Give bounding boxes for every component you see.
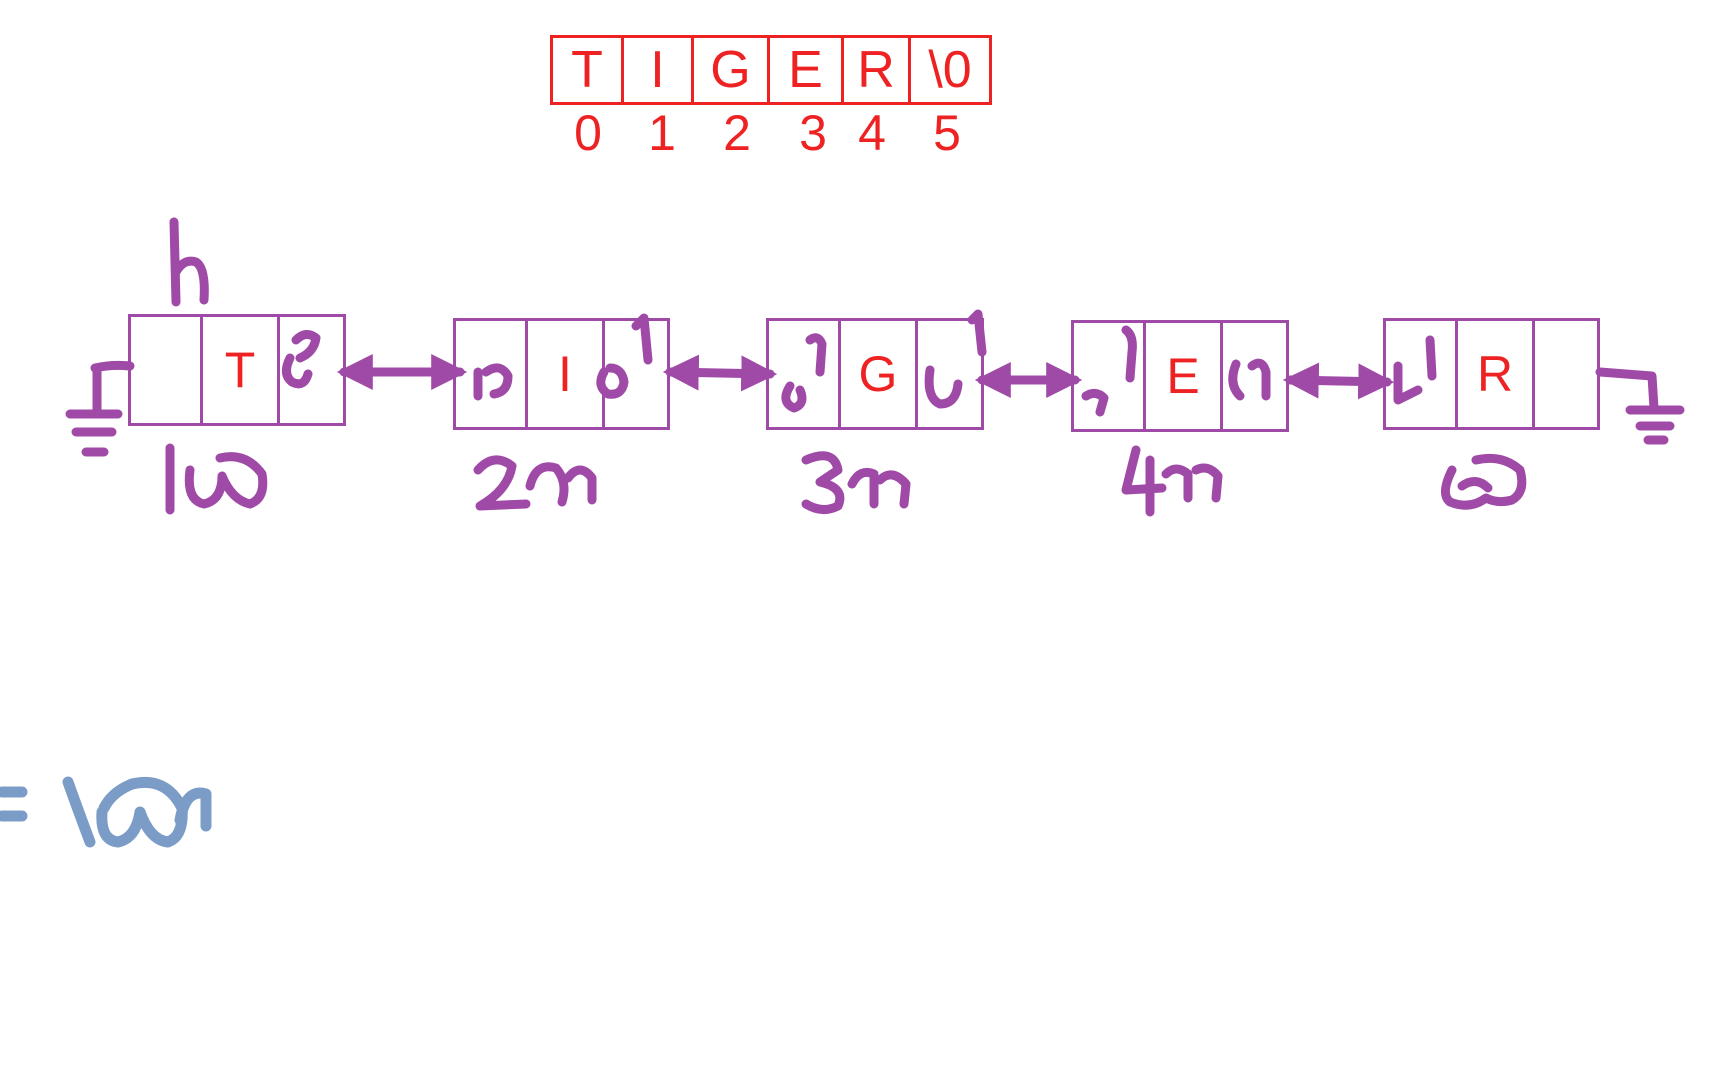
address-scribble-3 [801,451,911,514]
node-prev-field [1386,321,1458,427]
annotation-equals-icon [0,786,28,822]
prev-field-scribble-4 [1081,325,1137,417]
prev-field-scribble-2 [473,363,513,401]
array-cell-2: G [691,35,770,105]
node-data-field: R [1458,321,1535,427]
node-prev-field [131,317,203,423]
array-index-0: 0 [574,105,602,161]
link-arrow-2-3 [662,354,778,392]
null-ground-left-icon [65,360,135,457]
next-field-scribble-4 [1228,358,1271,401]
link-arrow-4-5 [1282,362,1395,400]
node-prev-field [769,321,841,427]
array-cell-5: \0 [908,35,992,105]
next-field-scribble-3 [924,309,987,409]
annotation-scribble [62,776,212,848]
prev-field-scribble-5 [1393,335,1437,405]
node-prev-field [456,321,528,427]
array-index-4: 4 [858,105,886,161]
head-pointer-scribble [169,217,209,307]
array-index-3: 3 [799,105,827,161]
array-index-1: 1 [648,105,676,161]
array-index-5: 5 [933,105,961,161]
address-scribble-1 [165,443,268,515]
null-ground-right-icon [1595,367,1685,445]
address-scribble-2 [473,455,597,511]
address-scribble-4 [1121,445,1223,517]
array-index-2: 2 [723,105,751,161]
node-data-field: G [841,321,918,427]
node-prev-field [1074,323,1146,429]
node-data-field: E [1146,323,1223,429]
node-data-field: T [203,317,280,423]
next-field-scribble-2 [596,313,653,399]
prev-field-scribble-3 [781,333,827,413]
next-field-scribble-1 [282,330,321,389]
address-scribble-5 [1441,453,1527,510]
